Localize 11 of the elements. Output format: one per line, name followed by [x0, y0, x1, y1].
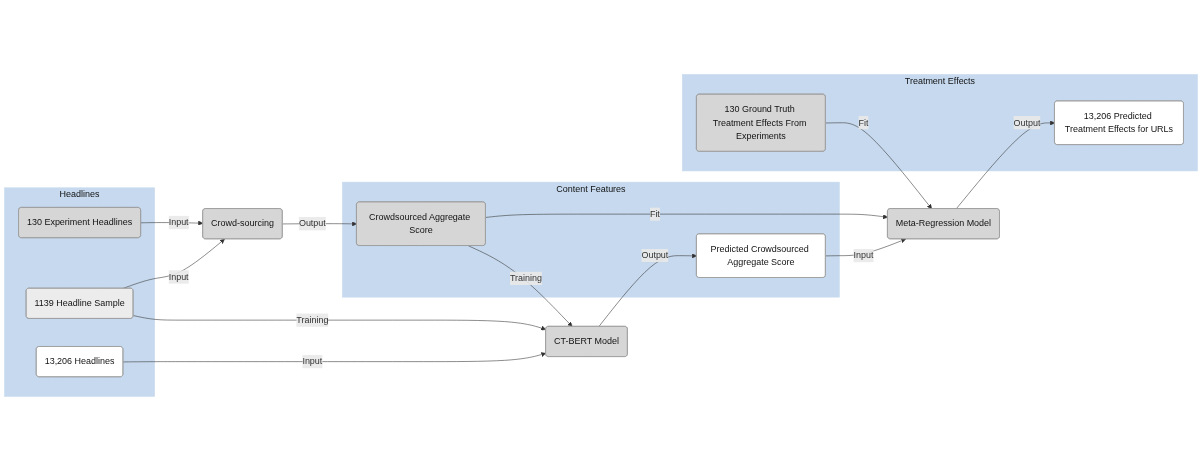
edge-label: Output	[298, 218, 326, 229]
edge-label: Output	[1013, 117, 1041, 128]
edge-label: Training	[296, 315, 329, 325]
edge-label: Output	[641, 250, 669, 261]
edge-label: Training	[509, 273, 543, 283]
edge-label: Fit	[858, 117, 869, 128]
edge-label: Input	[168, 271, 189, 282]
edge-label: Input	[302, 356, 323, 367]
edge-label: Input	[853, 250, 874, 261]
edge-label: Fit	[649, 209, 660, 219]
edge-label: Input	[168, 217, 189, 228]
